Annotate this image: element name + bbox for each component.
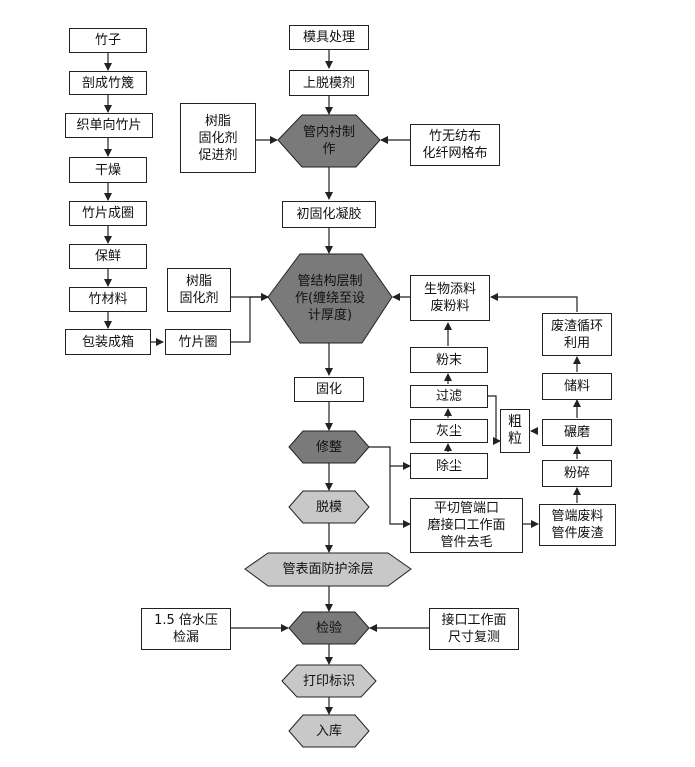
- cure-box: 固化: [294, 377, 364, 402]
- bamboo-nonwoven-box: 竹无纺布 化纤网格布: [410, 124, 500, 166]
- powder-box: 粉末: [410, 347, 488, 373]
- sheet-coil-box: 竹片圈: [165, 329, 231, 355]
- surface-coat-hexagon: [244, 552, 412, 587]
- storage-hexagon: [288, 714, 370, 748]
- inner-lining-label: 管内衬制 作: [302, 125, 355, 157]
- mold-treat-box: 模具处理: [289, 25, 369, 50]
- storage-label: 入库: [315, 723, 342, 739]
- preserve-box: 保鲜: [69, 244, 147, 269]
- hydro-test-box: 1.5 倍水压 检漏: [141, 608, 231, 650]
- dry-box: 干燥: [69, 157, 147, 183]
- center-column-arrows: [231, 50, 429, 715]
- dust-removal-box: 除尘: [410, 453, 488, 479]
- dimension-check-box: 接口工作面 尺寸复测: [429, 608, 519, 650]
- filter-box: 过滤: [410, 385, 488, 408]
- ash-box: 灰尘: [410, 419, 488, 443]
- recycling-arrows: [369, 293, 581, 528]
- pack-box-box: 包装成箱: [65, 329, 151, 355]
- demold-label: 脱模: [315, 499, 342, 515]
- sheet-roll-box: 竹片成圈: [69, 201, 147, 226]
- trim-ops-box: 平切管端口 磨接口工作面 管件去毛: [410, 498, 523, 553]
- weave-sheet-box: 织单向竹片: [65, 113, 153, 138]
- release-agent-box: 上脱模剂: [289, 70, 369, 96]
- bamboo-box: 竹子: [69, 28, 147, 53]
- waste-reuse-box: 废渣循环 利用: [542, 313, 612, 356]
- demold-hexagon: [288, 490, 370, 524]
- print-label-hexagon: [281, 664, 377, 698]
- left-column-arrows: [104, 53, 269, 346]
- bamboo-material-box: 竹材料: [69, 287, 147, 312]
- grind-box: 碾磨: [542, 419, 612, 446]
- resin-accelerator-box: 树脂 固化剂 促进剂: [180, 103, 256, 173]
- structure-layer-label: 管结构层制 作(缠绕至设 计厚度): [294, 274, 366, 323]
- coarse-grain-box: 粗 粒: [500, 409, 530, 453]
- bio-filler-box: 生物添料 废粉料: [410, 275, 490, 321]
- crush-box: 粉碎: [542, 460, 612, 487]
- pipe-waste-box: 管端废料 管件废渣: [539, 504, 616, 546]
- storage-material-box: 储料: [542, 373, 612, 400]
- inspect-label: 检验: [315, 620, 342, 636]
- print-label-label: 打印标识: [302, 673, 355, 689]
- split-strips-box: 剖成竹篾: [69, 71, 147, 95]
- initial-cure-box: 初固化凝胶: [282, 201, 376, 228]
- trim-label: 修整: [315, 439, 342, 455]
- resin-curing-box: 树脂 固化剂: [167, 268, 231, 312]
- surface-coat-label: 管表面防护涂层: [282, 562, 374, 577]
